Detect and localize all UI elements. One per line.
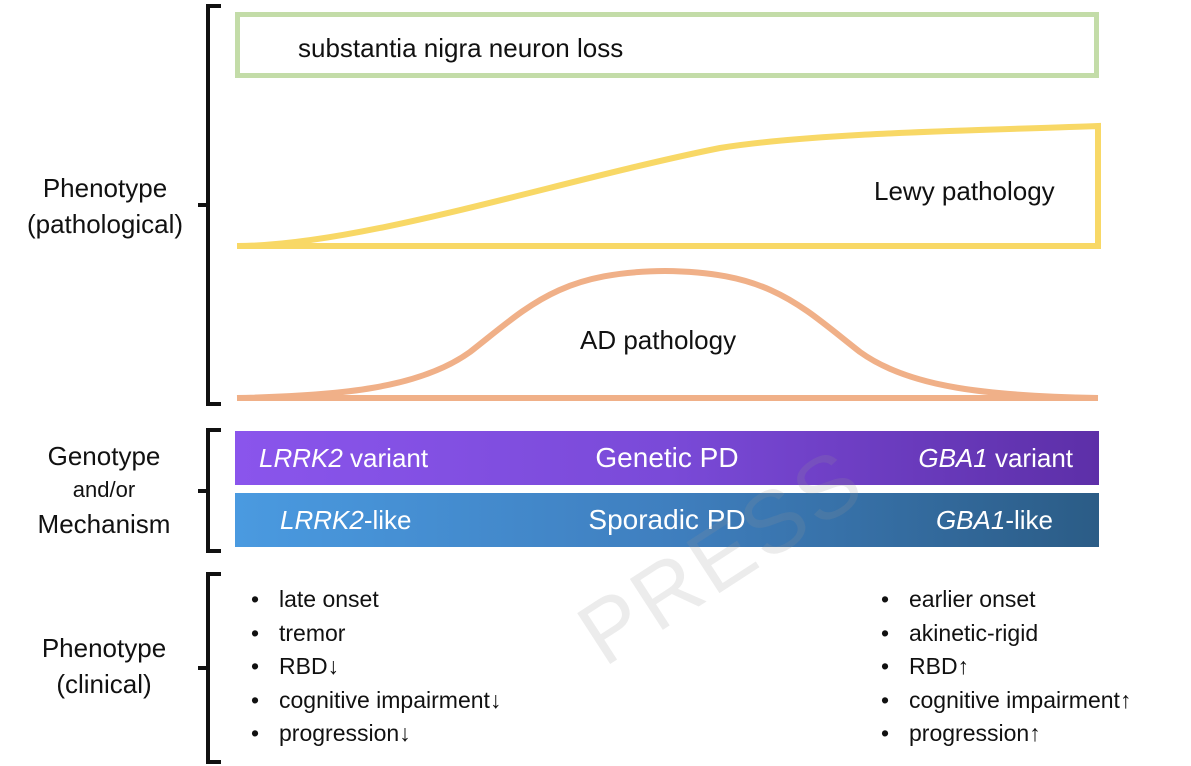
gba1-variant-label: GBA1 variant	[918, 443, 1073, 474]
list-item: • tremor	[251, 617, 501, 651]
gene-suffix: variant	[342, 443, 429, 473]
genetic-pd-band: LRRK2 variant Genetic PD GBA1 variant	[235, 431, 1099, 485]
clinical-left-list: • late onset • tremor • RBD↓ • cognitive imp…	[251, 583, 501, 751]
gene-suffix: -like	[1005, 505, 1053, 535]
list-item: • akinetic-rigid	[881, 617, 1131, 651]
label-line: Genotype	[47, 441, 161, 471]
list-item: • progression↓	[251, 717, 501, 751]
label-line: Phenotype	[42, 173, 168, 203]
list-item: • RBD↑	[881, 650, 1131, 684]
lewy-pathology-curve	[236, 122, 1101, 249]
list-item: • cognitive impairment↓	[251, 684, 501, 718]
clinical-bracket	[198, 572, 221, 764]
bullet: •	[881, 653, 890, 679]
sporadic-pd-label: Sporadic PD	[588, 504, 746, 535]
label-line: Phenotype	[41, 633, 167, 663]
label-line: Mechanism	[37, 509, 171, 539]
list-item: • earlier onset	[881, 583, 1131, 617]
genotype-bracket	[198, 428, 221, 553]
list-item: • progression↑	[881, 717, 1131, 751]
gene-name: LRRK2	[280, 505, 364, 535]
ad-pathology-curve	[236, 267, 1099, 401]
pathological-bracket	[198, 4, 221, 406]
list-item-text: progression↑	[909, 720, 1041, 746]
list-item-text: RBD↓	[279, 653, 340, 679]
list-item-text: akinetic-rigid	[909, 619, 1039, 646]
list-item: • cognitive impairment↑	[881, 684, 1131, 718]
lrrk2-variant-label: LRRK2 variant	[259, 443, 428, 474]
lrrk2-like-label: LRRK2-like	[280, 505, 412, 536]
list-item-text: RBD↑	[909, 653, 970, 679]
ad-pathology-label: AD pathology	[580, 325, 737, 355]
bullet: •	[881, 720, 890, 746]
label-line: and/or	[72, 477, 136, 502]
pathological-phenotype-label: Phenotype (pathological)	[10, 170, 200, 242]
substantia-nigra-box: substantia nigra neuron loss	[235, 12, 1099, 78]
substantia-nigra-label: substantia nigra neuron loss	[298, 33, 624, 63]
list-item-text: tremor	[279, 619, 346, 646]
lewy-pathology-label: Lewy pathology	[874, 176, 1055, 206]
gba1-like-label: GBA1-like	[936, 505, 1053, 536]
gene-name: GBA1	[935, 505, 1006, 535]
clinical-phenotype-label: Phenotype (clinical)	[14, 630, 194, 702]
list-item-text: earlier onset	[909, 586, 1036, 612]
bullet: •	[251, 653, 260, 679]
sporadic-pd-band: LRRK2-like Sporadic PD GBA1-like	[235, 493, 1099, 547]
bullet: •	[251, 686, 260, 713]
list-item-text: cognitive impairment↑	[909, 686, 1132, 713]
genotype-mechanism-label: Genotype and/or Mechanism	[12, 438, 196, 542]
label-line: (pathological)	[26, 209, 184, 239]
list-item: • RBD↓	[251, 650, 501, 684]
bullet: •	[251, 720, 260, 746]
label-line: (clinical)	[56, 669, 152, 699]
bullet: •	[251, 586, 260, 612]
genetic-pd-label: Genetic PD	[595, 442, 739, 473]
gene-name: GBA1	[918, 443, 988, 473]
list-item-text: late onset	[279, 586, 379, 612]
bullet: •	[881, 619, 890, 646]
list-item-text: progression↓	[279, 720, 411, 746]
gene-suffix: variant	[987, 443, 1073, 473]
clinical-right-list: • earlier onset • akinetic-rigid • RBD↑ • co…	[881, 583, 1131, 751]
bullet: •	[881, 686, 890, 713]
list-item: • late onset	[251, 583, 501, 617]
gene-name: LRRK2	[259, 443, 343, 473]
list-item-text: cognitive impairment↓	[279, 686, 502, 713]
bullet: •	[881, 586, 890, 612]
bullet: •	[251, 619, 260, 646]
gene-suffix: -like	[363, 505, 412, 535]
